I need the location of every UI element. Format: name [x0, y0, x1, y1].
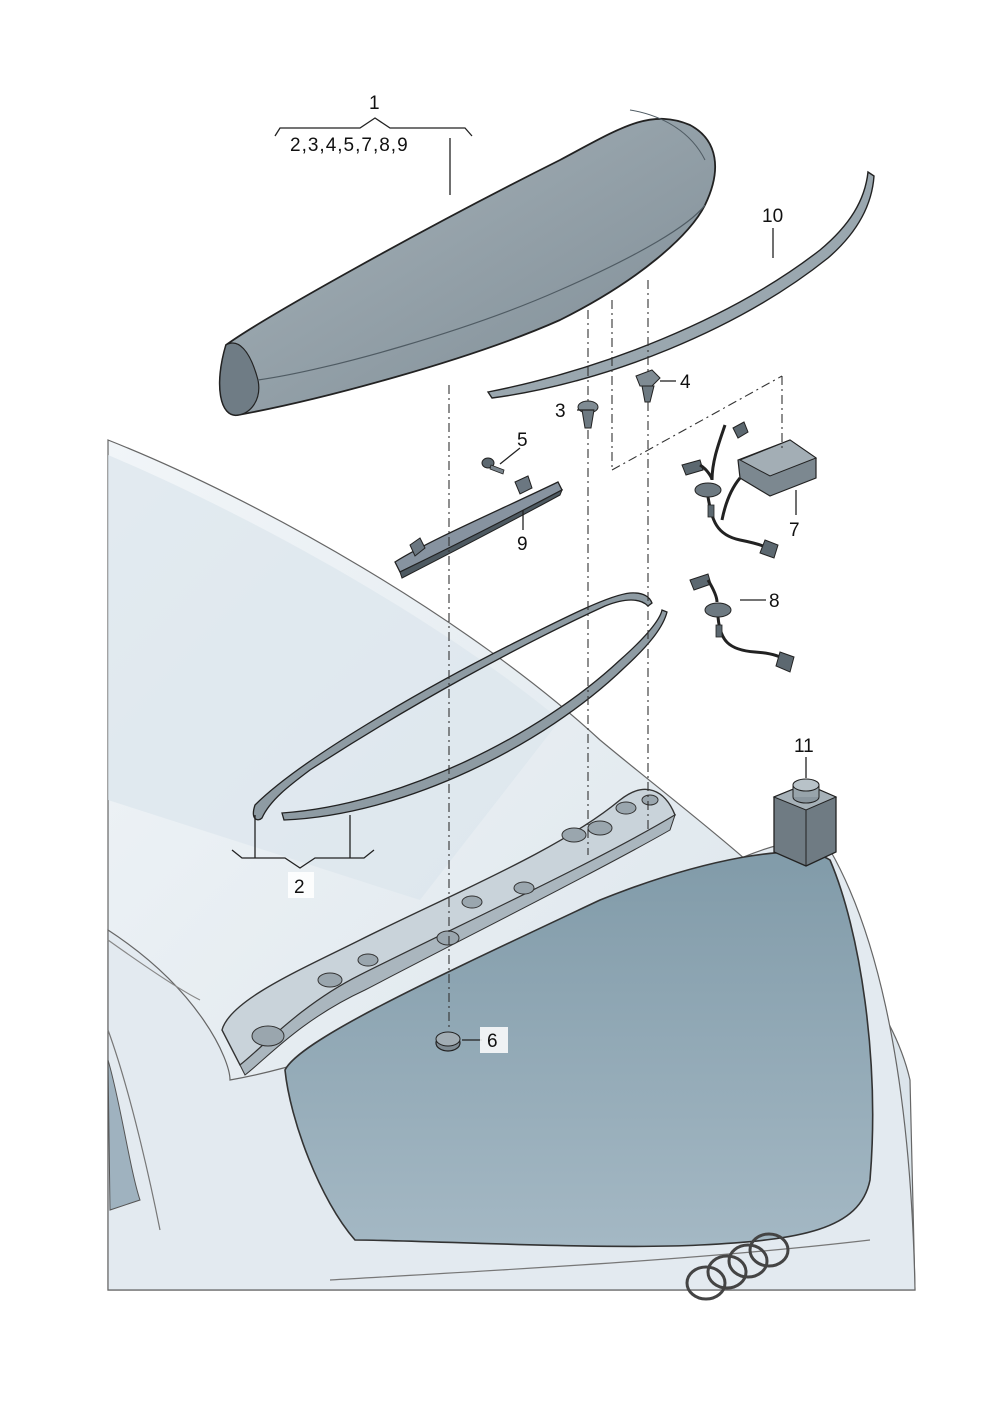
label-part-3: 3: [555, 401, 566, 422]
car-side-line: [107, 1029, 161, 1231]
rear-window-glass: [284, 851, 874, 1248]
label-part-8: 8: [769, 591, 780, 612]
assembly-lines: [448, 280, 783, 1030]
clip[interactable]: [577, 400, 599, 429]
label-part-10: 10: [762, 206, 783, 227]
label-part-11: 11: [794, 736, 814, 757]
car-trunk-line: [329, 1239, 871, 1281]
car-body: [107, 439, 916, 1301]
part-1-bracket: [274, 117, 473, 195]
seal-strip-lower[interactable]: [252, 592, 668, 821]
label-part-6: 6: [487, 1031, 498, 1052]
seal-strip-upper[interactable]: [486, 170, 875, 399]
expanding-clip[interactable]: [635, 369, 661, 403]
label-part-1: 1: [369, 93, 380, 114]
label-part-2: 2: [294, 877, 305, 898]
part-2-bracket: [231, 815, 375, 869]
part-labels: 1 2,3,4,5,7,8,9 2 3 4 5 6 7 8 9 10 11: [290, 93, 814, 1052]
label-part-1-contents: 2,3,4,5,7,8,9: [290, 135, 409, 156]
label-part-5: 5: [517, 430, 528, 451]
car-side-window: [107, 1059, 141, 1211]
label-part-4: 4: [680, 372, 691, 393]
label-backgrounds: [288, 516, 808, 1053]
label-part-9: 9: [517, 534, 528, 555]
nut[interactable]: [435, 1031, 461, 1052]
label-part-7: 7: [789, 520, 800, 541]
brake-light[interactable]: [394, 475, 563, 579]
wiring-harness-module[interactable]: [681, 421, 818, 559]
car-shoulder-line: [107, 939, 201, 1001]
leader-lines: [462, 228, 807, 1041]
screw[interactable]: [481, 457, 505, 475]
mounting-bracket: [221, 788, 676, 1076]
brand-rings: [685, 1232, 790, 1301]
spoiler[interactable]: [218, 109, 716, 416]
wiring-harness[interactable]: [689, 573, 795, 673]
adhesive-bottle[interactable]: [772, 778, 838, 867]
car-roof-highlight: [108, 455, 560, 900]
